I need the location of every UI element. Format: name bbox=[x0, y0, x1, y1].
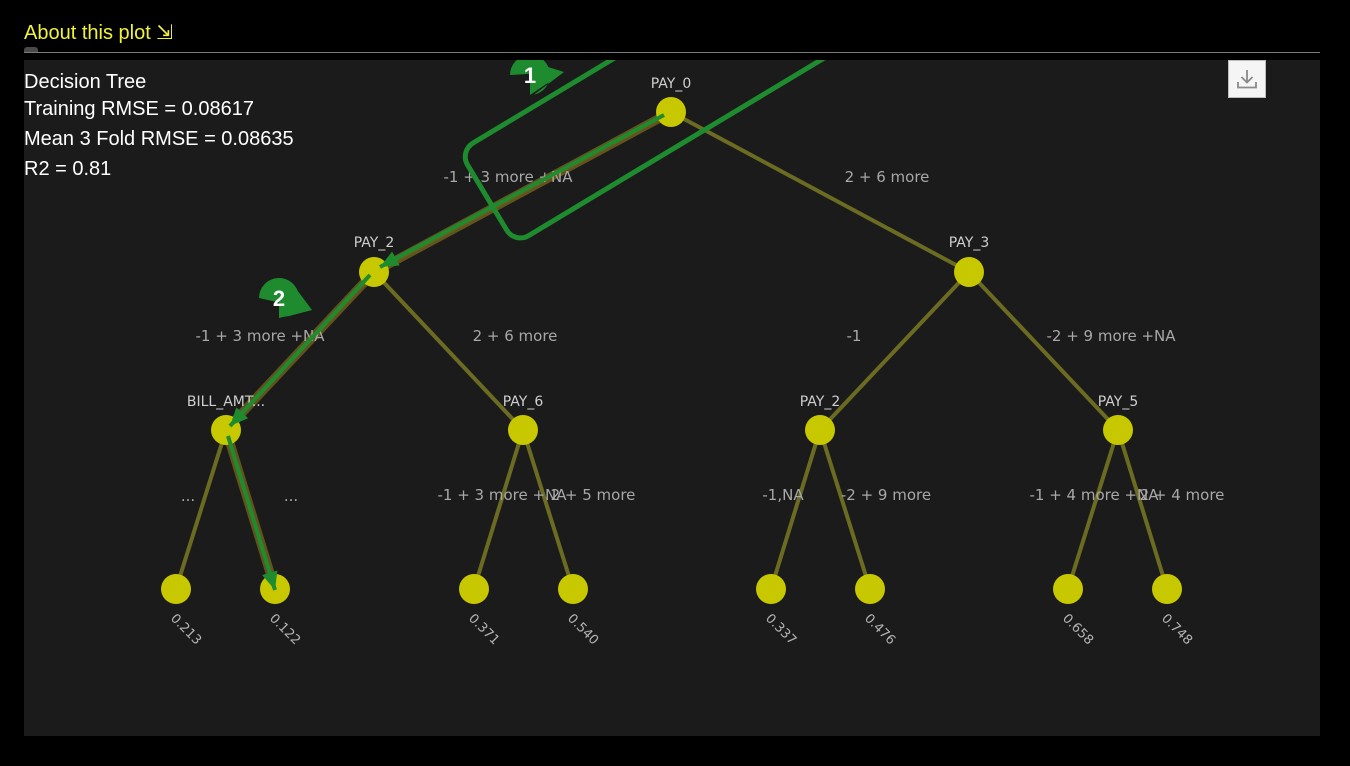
step-marker-tail bbox=[530, 60, 564, 95]
leaf-node bbox=[756, 574, 786, 604]
annotation-arrow bbox=[379, 113, 665, 269]
node-label: PAY_6 bbox=[503, 394, 544, 410]
leaf-value: 0.476 bbox=[861, 611, 898, 648]
decision-tree-diagram: -1 + 3 more +NA 2 + 6 more -1 + 3 more +NA… bbox=[161, 60, 1225, 648]
edge-label: -2 + 9 more bbox=[841, 486, 931, 504]
edge-label: -1 + 4 more +NA bbox=[1029, 486, 1159, 504]
plot-title: Decision Tree bbox=[24, 71, 147, 93]
edge-labels: -1 + 3 more +NA 2 + 6 more -1 + 3 more +NA… bbox=[181, 168, 1225, 505]
leaf-value: 0.213 bbox=[167, 611, 204, 648]
step-marker-label: 1 bbox=[524, 63, 536, 88]
leaf-value: 0.122 bbox=[266, 611, 303, 648]
leaf-value: 0.658 bbox=[1059, 611, 1096, 648]
edge-label: -1 + 3 more +NA bbox=[195, 327, 325, 345]
tree-edge bbox=[372, 270, 525, 432]
training-rmse: Training RMSE = 0.08617 bbox=[24, 98, 254, 120]
leaf-node bbox=[161, 574, 191, 604]
leaf-value: 0.748 bbox=[1158, 611, 1195, 648]
edge-label: 2 + 6 more bbox=[473, 327, 558, 345]
download-button[interactable] bbox=[1228, 60, 1266, 98]
edge-label: ... bbox=[284, 487, 298, 505]
edge-label: -1 bbox=[847, 327, 862, 345]
edge-label: -1 + 3 more +NA bbox=[437, 486, 567, 504]
cv-rmse: Mean 3 Fold RMSE = 0.08635 bbox=[24, 128, 294, 150]
annotations: 12 bbox=[226, 60, 911, 591]
tree-edge bbox=[1116, 429, 1169, 590]
split-node bbox=[656, 97, 686, 127]
leaf-node bbox=[1053, 574, 1083, 604]
edge-label: -1,NA bbox=[762, 486, 804, 504]
edge-label: 2 + 5 more bbox=[551, 486, 636, 504]
leaf-node bbox=[459, 574, 489, 604]
node-label: PAY_0 bbox=[651, 76, 692, 92]
split-node bbox=[508, 415, 538, 445]
leaf-value: 0.540 bbox=[564, 611, 601, 648]
tree-edge bbox=[174, 429, 228, 590]
tree-edge bbox=[521, 429, 575, 590]
tree-edges bbox=[174, 110, 1169, 590]
download-icon bbox=[1237, 70, 1257, 89]
tree-edge bbox=[818, 429, 872, 590]
divider-tab bbox=[24, 47, 38, 52]
tree-edge bbox=[472, 429, 525, 590]
annotation-arrow-head bbox=[262, 570, 278, 590]
edge-label: ... bbox=[181, 487, 195, 505]
node-label: BILL_AMT... bbox=[187, 394, 265, 410]
annotation-arrow bbox=[226, 435, 277, 591]
node-label: PAY_2 bbox=[354, 235, 395, 251]
leaf-node bbox=[558, 574, 588, 604]
step-marker-label: 2 bbox=[273, 286, 285, 311]
split-node bbox=[805, 415, 835, 445]
header-divider bbox=[24, 52, 1320, 53]
leaf-node bbox=[855, 574, 885, 604]
plot-panel: -1 + 3 more +NA 2 + 6 more -1 + 3 more +NA… bbox=[24, 60, 1320, 736]
leaf-value: 0.371 bbox=[465, 611, 502, 648]
edge-label: 2 + 4 more bbox=[1140, 486, 1225, 504]
annotation-arrow-head bbox=[230, 407, 249, 426]
edge-label: 2 + 6 more bbox=[845, 168, 930, 186]
split-node bbox=[1103, 415, 1133, 445]
model-stats: Decision Tree Training RMSE = 0.08617 Me… bbox=[24, 70, 294, 184]
step-marker bbox=[510, 60, 564, 95]
leaf-value: 0.337 bbox=[762, 611, 799, 648]
tree-edge bbox=[967, 270, 1120, 432]
leaf-node bbox=[1152, 574, 1182, 604]
edge-label: -1 + 3 more +NA bbox=[443, 168, 573, 186]
node-label: PAY_2 bbox=[800, 394, 841, 410]
r2-score: R2 = 0.81 bbox=[24, 158, 112, 180]
tree-edge bbox=[818, 270, 971, 432]
annotation-arrow bbox=[228, 273, 372, 428]
about-plot-link[interactable]: About this plot ⇲ bbox=[24, 22, 174, 44]
node-label: PAY_5 bbox=[1098, 394, 1139, 410]
tree-edge bbox=[769, 429, 822, 590]
tree-edge bbox=[1066, 429, 1120, 590]
node-label: PAY_3 bbox=[949, 235, 990, 251]
highlight-box bbox=[462, 60, 911, 241]
tree-edge bbox=[670, 110, 970, 274]
step-marker-tail bbox=[279, 278, 312, 318]
edge-label: -2 + 9 more +NA bbox=[1046, 327, 1176, 345]
annotation-arrow-head bbox=[380, 251, 400, 267]
split-node bbox=[954, 257, 984, 287]
